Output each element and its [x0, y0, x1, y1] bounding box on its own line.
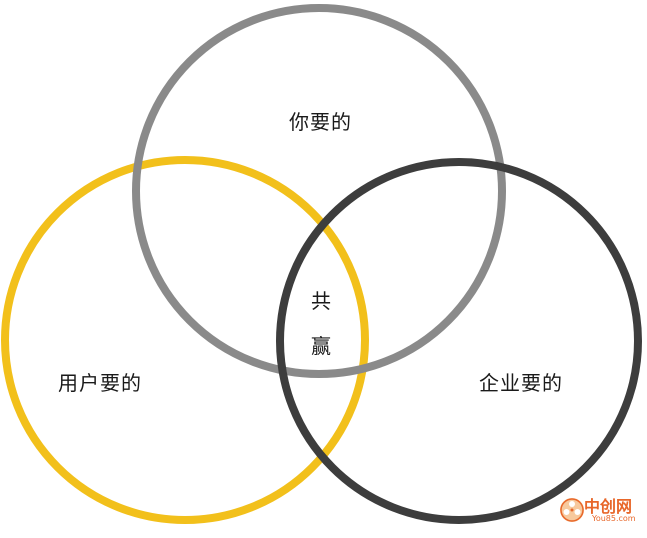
watermark-brand: 中创网 [584, 497, 633, 516]
user-want-circle [1, 156, 369, 524]
you-want-label: 你要的 [289, 110, 352, 134]
user-want-label: 用户要的 [58, 371, 142, 395]
win-win-label-line2: 赢 [311, 334, 332, 358]
watermark-logo: 中创网 You85.com [558, 492, 646, 528]
win-win-label-line1: 共 [311, 289, 332, 313]
you-want-circle [132, 4, 506, 378]
company-want-circle [276, 158, 642, 524]
company-want-label: 企业要的 [479, 371, 563, 395]
watermark-film-reel-icon [560, 498, 584, 522]
watermark-site: You85.com [592, 514, 636, 523]
